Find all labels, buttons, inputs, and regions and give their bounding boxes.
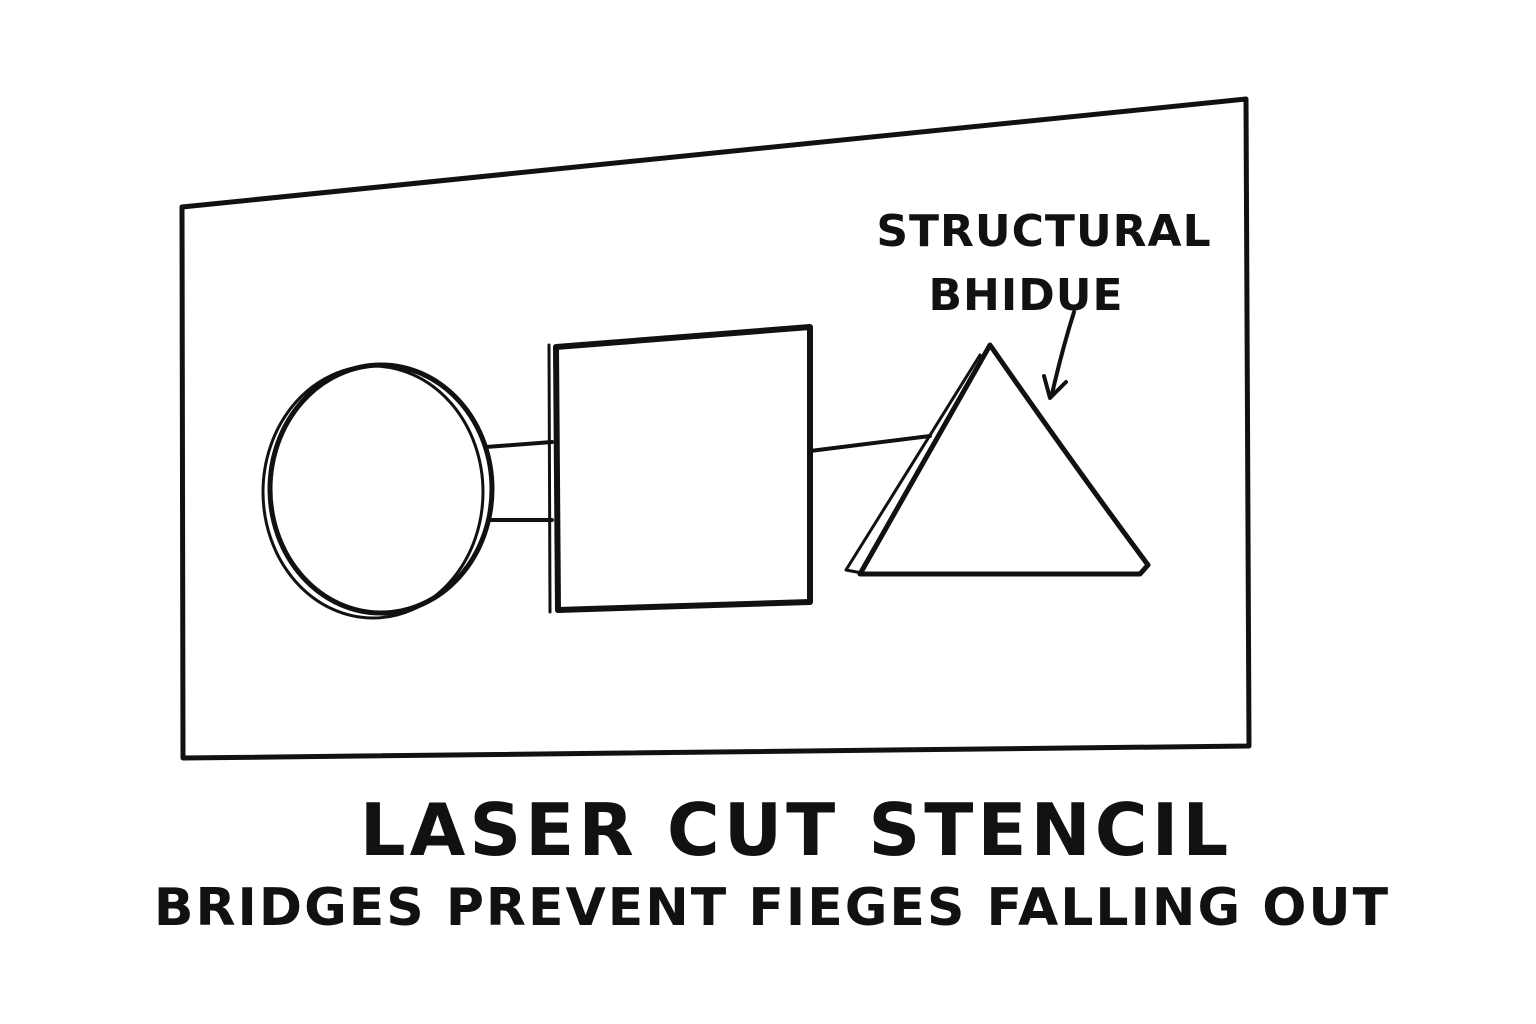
annotation-line-1: STRUCTURAL <box>876 206 1211 257</box>
diagram-subtitle: BRIDGES PREVENT FIEGES FALLING OUT <box>153 878 1391 938</box>
annotation-arrow <box>1042 310 1076 400</box>
bridge-circle-square <box>484 440 554 522</box>
stencil-sheet <box>179 96 1252 761</box>
diagram-title: LASER CUT STENCIL <box>359 788 1233 872</box>
triangle-cutout <box>844 342 1151 577</box>
annotation-line-2: BHIDUE <box>928 270 1123 321</box>
circle-cutout <box>261 362 495 620</box>
bridge-square-triangle <box>808 434 932 453</box>
square-cutout <box>547 324 813 614</box>
